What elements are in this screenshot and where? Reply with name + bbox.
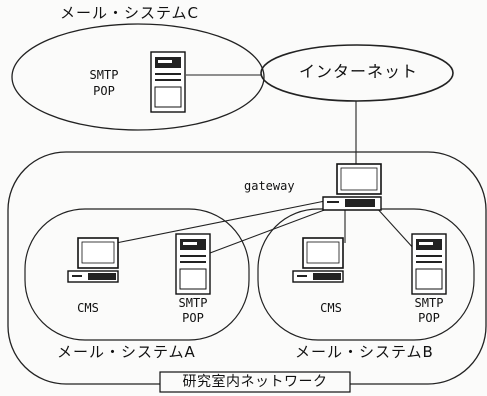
mail-system-a-title: メール・システムA (57, 343, 196, 361)
server-tower-icon (150, 51, 186, 113)
server-c-label-pop: POP (93, 84, 115, 98)
link-gateway-server-b (374, 205, 416, 251)
server-a-label-smtp: SMTP (178, 296, 208, 310)
server-b-label-smtp: SMTP (414, 296, 444, 310)
server-c-label-smtp: SMTP (89, 68, 119, 82)
desktop-pc-icon (67, 237, 119, 283)
link-gateway-cms-a (115, 199, 331, 244)
lab-network-label-box (159, 371, 351, 393)
server-tower-icon (411, 233, 447, 295)
desktop-pc-icon (292, 237, 344, 283)
mail-system-c-title: メール・システムC (60, 4, 200, 22)
link-gateway-server-a (209, 205, 336, 254)
gateway-label: gateway (244, 179, 295, 193)
mail-system-c-region (11, 23, 265, 131)
cms-a-label: CMS (77, 301, 99, 315)
server-a-label-pop: POP (182, 311, 204, 325)
mail-system-b-title: メール・システムB (295, 343, 434, 361)
server-tower-icon (175, 233, 211, 295)
connection-lines (115, 74, 416, 254)
desktop-pc-icon (322, 163, 382, 211)
internet-label: インターネット (299, 62, 419, 81)
internet-cloud (260, 44, 454, 102)
cms-b-label: CMS (320, 301, 342, 315)
server-b-label-pop: POP (418, 311, 440, 325)
lab-network-label: 研究室内ネットワーク (182, 374, 328, 390)
mail-system-a-region (24, 208, 250, 341)
